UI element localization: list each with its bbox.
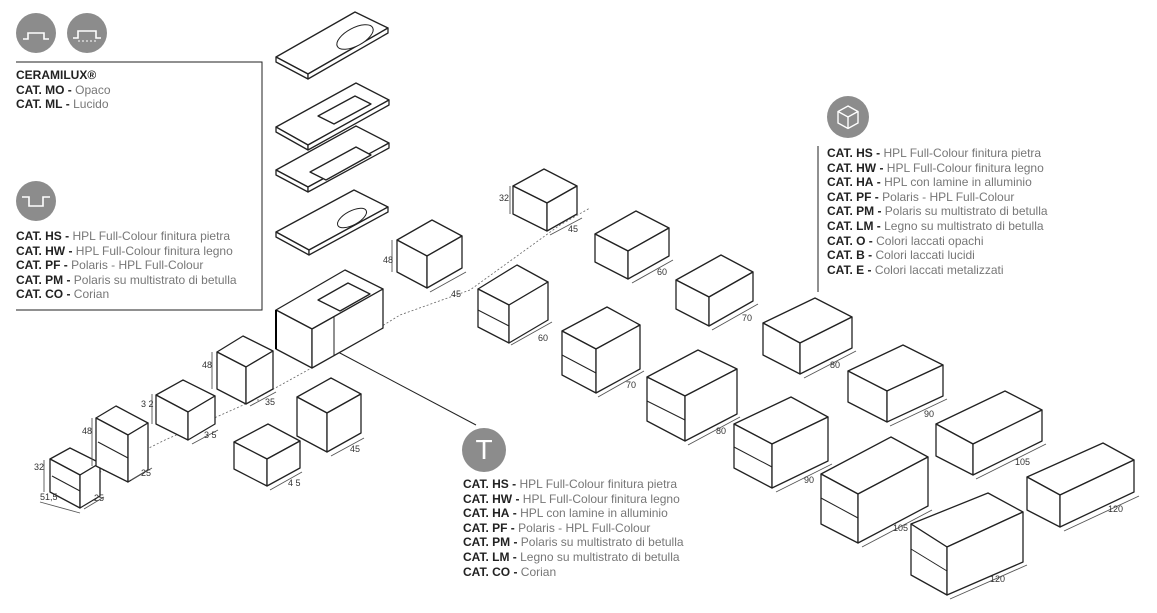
legend-row: CAT. PM - Polaris su multistrato di betu…: [463, 535, 684, 550]
legend-row: CAT. HS - HPL Full-Colour finitura pietr…: [463, 477, 678, 491]
countertop-round-basin: [275, 189, 389, 256]
dim-label: 45: [350, 444, 360, 454]
legend-row: CAT. PM - Polaris su multistrato di betu…: [827, 204, 1048, 219]
countertop-oval-basin: [275, 11, 389, 80]
single-unit-70: [675, 254, 754, 327]
single-unit-60: [594, 210, 670, 280]
dim-label: 60: [657, 267, 667, 277]
single-unit-80: [762, 297, 853, 375]
dim-label: 90: [924, 409, 934, 419]
legend-row: CAT. PF - Polaris - HPL Full-Colour: [16, 258, 204, 273]
legend-row: CAT. PF - Polaris - HPL Full-Colour: [463, 520, 651, 535]
legend-row: CAT. CO - Corian: [463, 564, 557, 579]
countertop-rect-basin-a: [275, 82, 390, 151]
single-unit-90: [847, 344, 944, 423]
dim-label: 3 2: [141, 399, 154, 409]
dim-label: 105: [893, 523, 908, 533]
washbasin-tops-legend: CAT. HS - HPL Full-Colour finitura pietr…: [16, 229, 237, 302]
dim-label: 48: [82, 426, 92, 436]
dim-label: 45: [568, 224, 578, 234]
t-series-icon: T: [462, 428, 506, 472]
cube-medium: [396, 219, 463, 289]
shelf-modules: [49, 168, 578, 509]
legend-row: CAT. B - Colori laccati lucidi: [827, 248, 975, 263]
dim-label: 35: [265, 397, 275, 407]
ceramilux-legend: CERAMILUX® CAT. MO - Opaco CAT. ML - Luc…: [16, 68, 111, 112]
single-unit-105: [935, 390, 1043, 476]
dim-label: 120: [990, 574, 1005, 584]
dim-label: 32: [499, 193, 509, 203]
cube-icon: [827, 96, 869, 138]
legend-row: CAT. HW - HPL Full-Colour finitura legno: [16, 243, 233, 258]
countertops-stack: [275, 11, 390, 256]
countertop-overhang-icon: [67, 13, 107, 53]
legend-row: CAT. HS - HPL Full-Colour finitura pietr…: [16, 229, 231, 243]
ceramilux-title: CERAMILUX®: [16, 68, 97, 82]
legend-row: CAT. LM - Legno su multistrato di betull…: [827, 218, 1044, 233]
dim-label: 45: [451, 289, 461, 299]
cabinets-legend: CAT. HS - HPL Full-Colour finitura pietr…: [827, 146, 1048, 277]
legend-row: CAT. O - Colori laccati opachi: [827, 233, 984, 248]
legend-row: CAT. HA - HPL con lamine in alluminio: [827, 175, 1032, 190]
open-shelf-small: [49, 447, 101, 509]
leader-lines: [16, 61, 819, 426]
legend-row: CAT. PM - Polaris su multistrato di betu…: [16, 272, 237, 287]
dim-label: 80: [830, 360, 840, 370]
drawer-unit-70: [561, 306, 641, 394]
drawer-unit-90: [733, 396, 829, 489]
dim-label: 32: [34, 462, 44, 472]
dim-label: 3 5: [204, 430, 217, 440]
legend-row: CAT. HW - HPL Full-Colour finitura legno: [827, 160, 1044, 175]
vanity-with-basin: [275, 269, 384, 369]
cube-lower-small: [233, 423, 301, 487]
dim-label: 70: [742, 313, 752, 323]
legend-row: CAT. HA - HPL con lamine in alluminio: [463, 506, 668, 521]
t-series-legend: CAT. HS - HPL Full-Colour finitura pietr…: [463, 477, 684, 579]
open-shelf-tall: [95, 405, 149, 483]
dim-label: 90: [804, 475, 814, 485]
two-drawer-units: [477, 264, 1024, 596]
dim-label: 120: [1108, 504, 1123, 514]
cube-lower-tall: [296, 377, 362, 453]
dim-label: 48: [202, 360, 212, 370]
dim-label: 51,5: [40, 492, 58, 502]
drawer-unit-105: [820, 436, 929, 544]
dim-label: 25: [141, 468, 151, 478]
countertop-flush-icon: [16, 13, 56, 53]
dim-label: 70: [626, 380, 636, 390]
cube-top: [512, 168, 578, 232]
legend-row: CAT. CO - Corian: [16, 287, 110, 302]
dimension-labels: 32 48 51,5 25 25 3 2 3 5 48 35 4 5 45 48…: [34, 193, 1123, 584]
drawer-unit-120: [910, 492, 1024, 596]
legend-row: CAT. PF - Polaris - HPL Full-Colour: [827, 189, 1015, 204]
drawer-unit-80: [646, 349, 738, 442]
dim-label: 80: [716, 426, 726, 436]
dim-label: 60: [538, 333, 548, 343]
cube-small: [155, 379, 216, 441]
legend-row: CAT. E - Colori laccati metalizzati: [827, 262, 1004, 277]
dimension-lines: [39, 186, 1140, 600]
legend-row: CAT. LM - Legno su multistrato di betull…: [463, 549, 680, 564]
single-drawer-units: [594, 210, 1135, 528]
drawer-unit-60: [477, 264, 549, 344]
single-unit-120: [1026, 442, 1135, 528]
legend-row: CAT. HW - HPL Full-Colour finitura legno: [463, 491, 680, 506]
dim-label: 48: [383, 255, 393, 265]
countertop-rect-basin-b: [275, 125, 390, 193]
t-letter: T: [475, 434, 493, 465]
dim-label: 4 5: [288, 478, 301, 488]
legend-row: CAT. HS - HPL Full-Colour finitura pietr…: [827, 146, 1042, 160]
legend-row: CAT. ML - Lucido: [16, 97, 109, 112]
legend-row: CAT. MO - Opaco: [16, 82, 111, 97]
dim-label: 25: [94, 493, 104, 503]
dim-label: 105: [1015, 457, 1030, 467]
washbasin-top-icon: [16, 181, 56, 221]
cube-tall: [216, 335, 274, 405]
